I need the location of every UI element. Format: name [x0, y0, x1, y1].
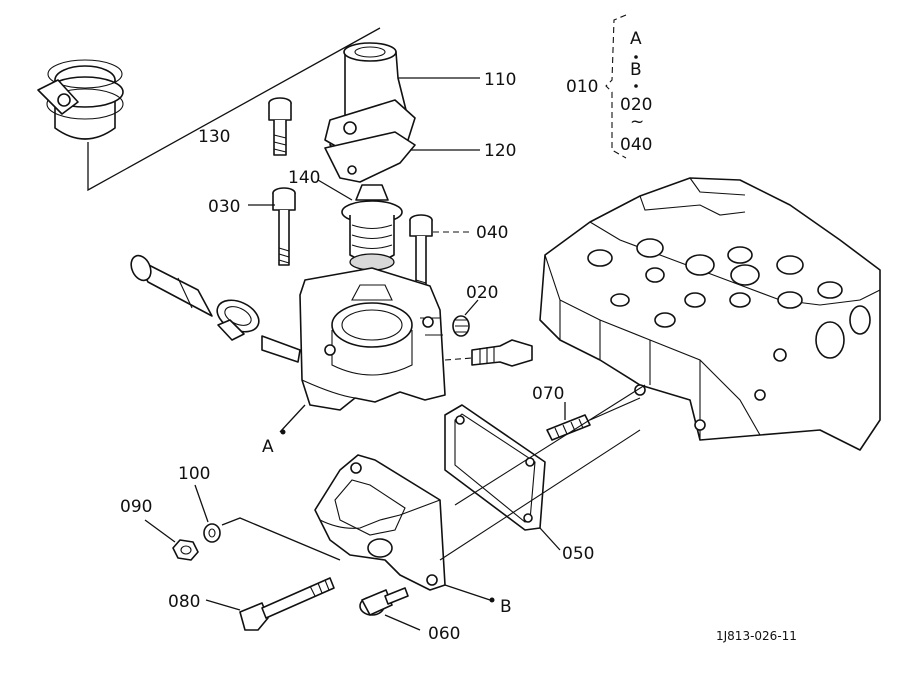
nut-090: [144, 519, 199, 561]
label-030: 030: [208, 197, 240, 217]
bolt-080: [205, 577, 335, 631]
legend-item-3: 020: [620, 95, 652, 115]
legend-bracket: [605, 14, 627, 159]
water-pipe-fitting: [444, 339, 533, 367]
drain-plug-020: [452, 299, 479, 337]
label-130: 130: [198, 127, 230, 147]
legend-item-4: 040: [620, 135, 652, 155]
hose-with-clamp: [37, 27, 381, 192]
thermostat-housing: [279, 267, 446, 435]
label-100: 100: [178, 464, 210, 484]
label-090: 090: [120, 497, 152, 517]
ref-label-a: A: [262, 437, 274, 457]
legend-item-1: A: [630, 29, 642, 49]
housing-gasket-050: [444, 404, 561, 551]
cover-gasket: [324, 131, 480, 183]
ref-label-b: B: [500, 597, 512, 617]
label-140: 140: [288, 168, 320, 188]
bypass-hose: [130, 254, 301, 363]
figure-code: 1J813-026-11: [716, 629, 797, 643]
bolt-upper: [268, 97, 292, 156]
label-060: 060: [428, 624, 460, 644]
label-120: 120: [484, 141, 516, 161]
washer-100: [194, 484, 221, 543]
label-070: 070: [532, 384, 564, 404]
reference-line-lower: [439, 429, 641, 561]
legend-group-label: 010: [566, 77, 598, 97]
bolt-060: [359, 587, 421, 631]
engine-block: [539, 177, 881, 451]
label-050: 050: [562, 544, 594, 564]
stud-bolt-070: [546, 397, 641, 441]
label-110: 110: [484, 70, 516, 90]
water-flange: [314, 454, 495, 603]
legend-item-2: B: [630, 60, 642, 80]
stud-axis-line: [221, 517, 341, 561]
legend-range-mark: ~: [630, 112, 644, 132]
legend-dot-2: [634, 84, 638, 88]
legend-dot-1: [634, 55, 638, 59]
reference-line-upper: [454, 384, 646, 506]
label-080: 080: [168, 592, 200, 612]
label-020: 020: [466, 283, 498, 303]
bolt-030: [248, 187, 296, 266]
thermostat: [317, 179, 403, 271]
label-040: 040: [476, 223, 508, 243]
